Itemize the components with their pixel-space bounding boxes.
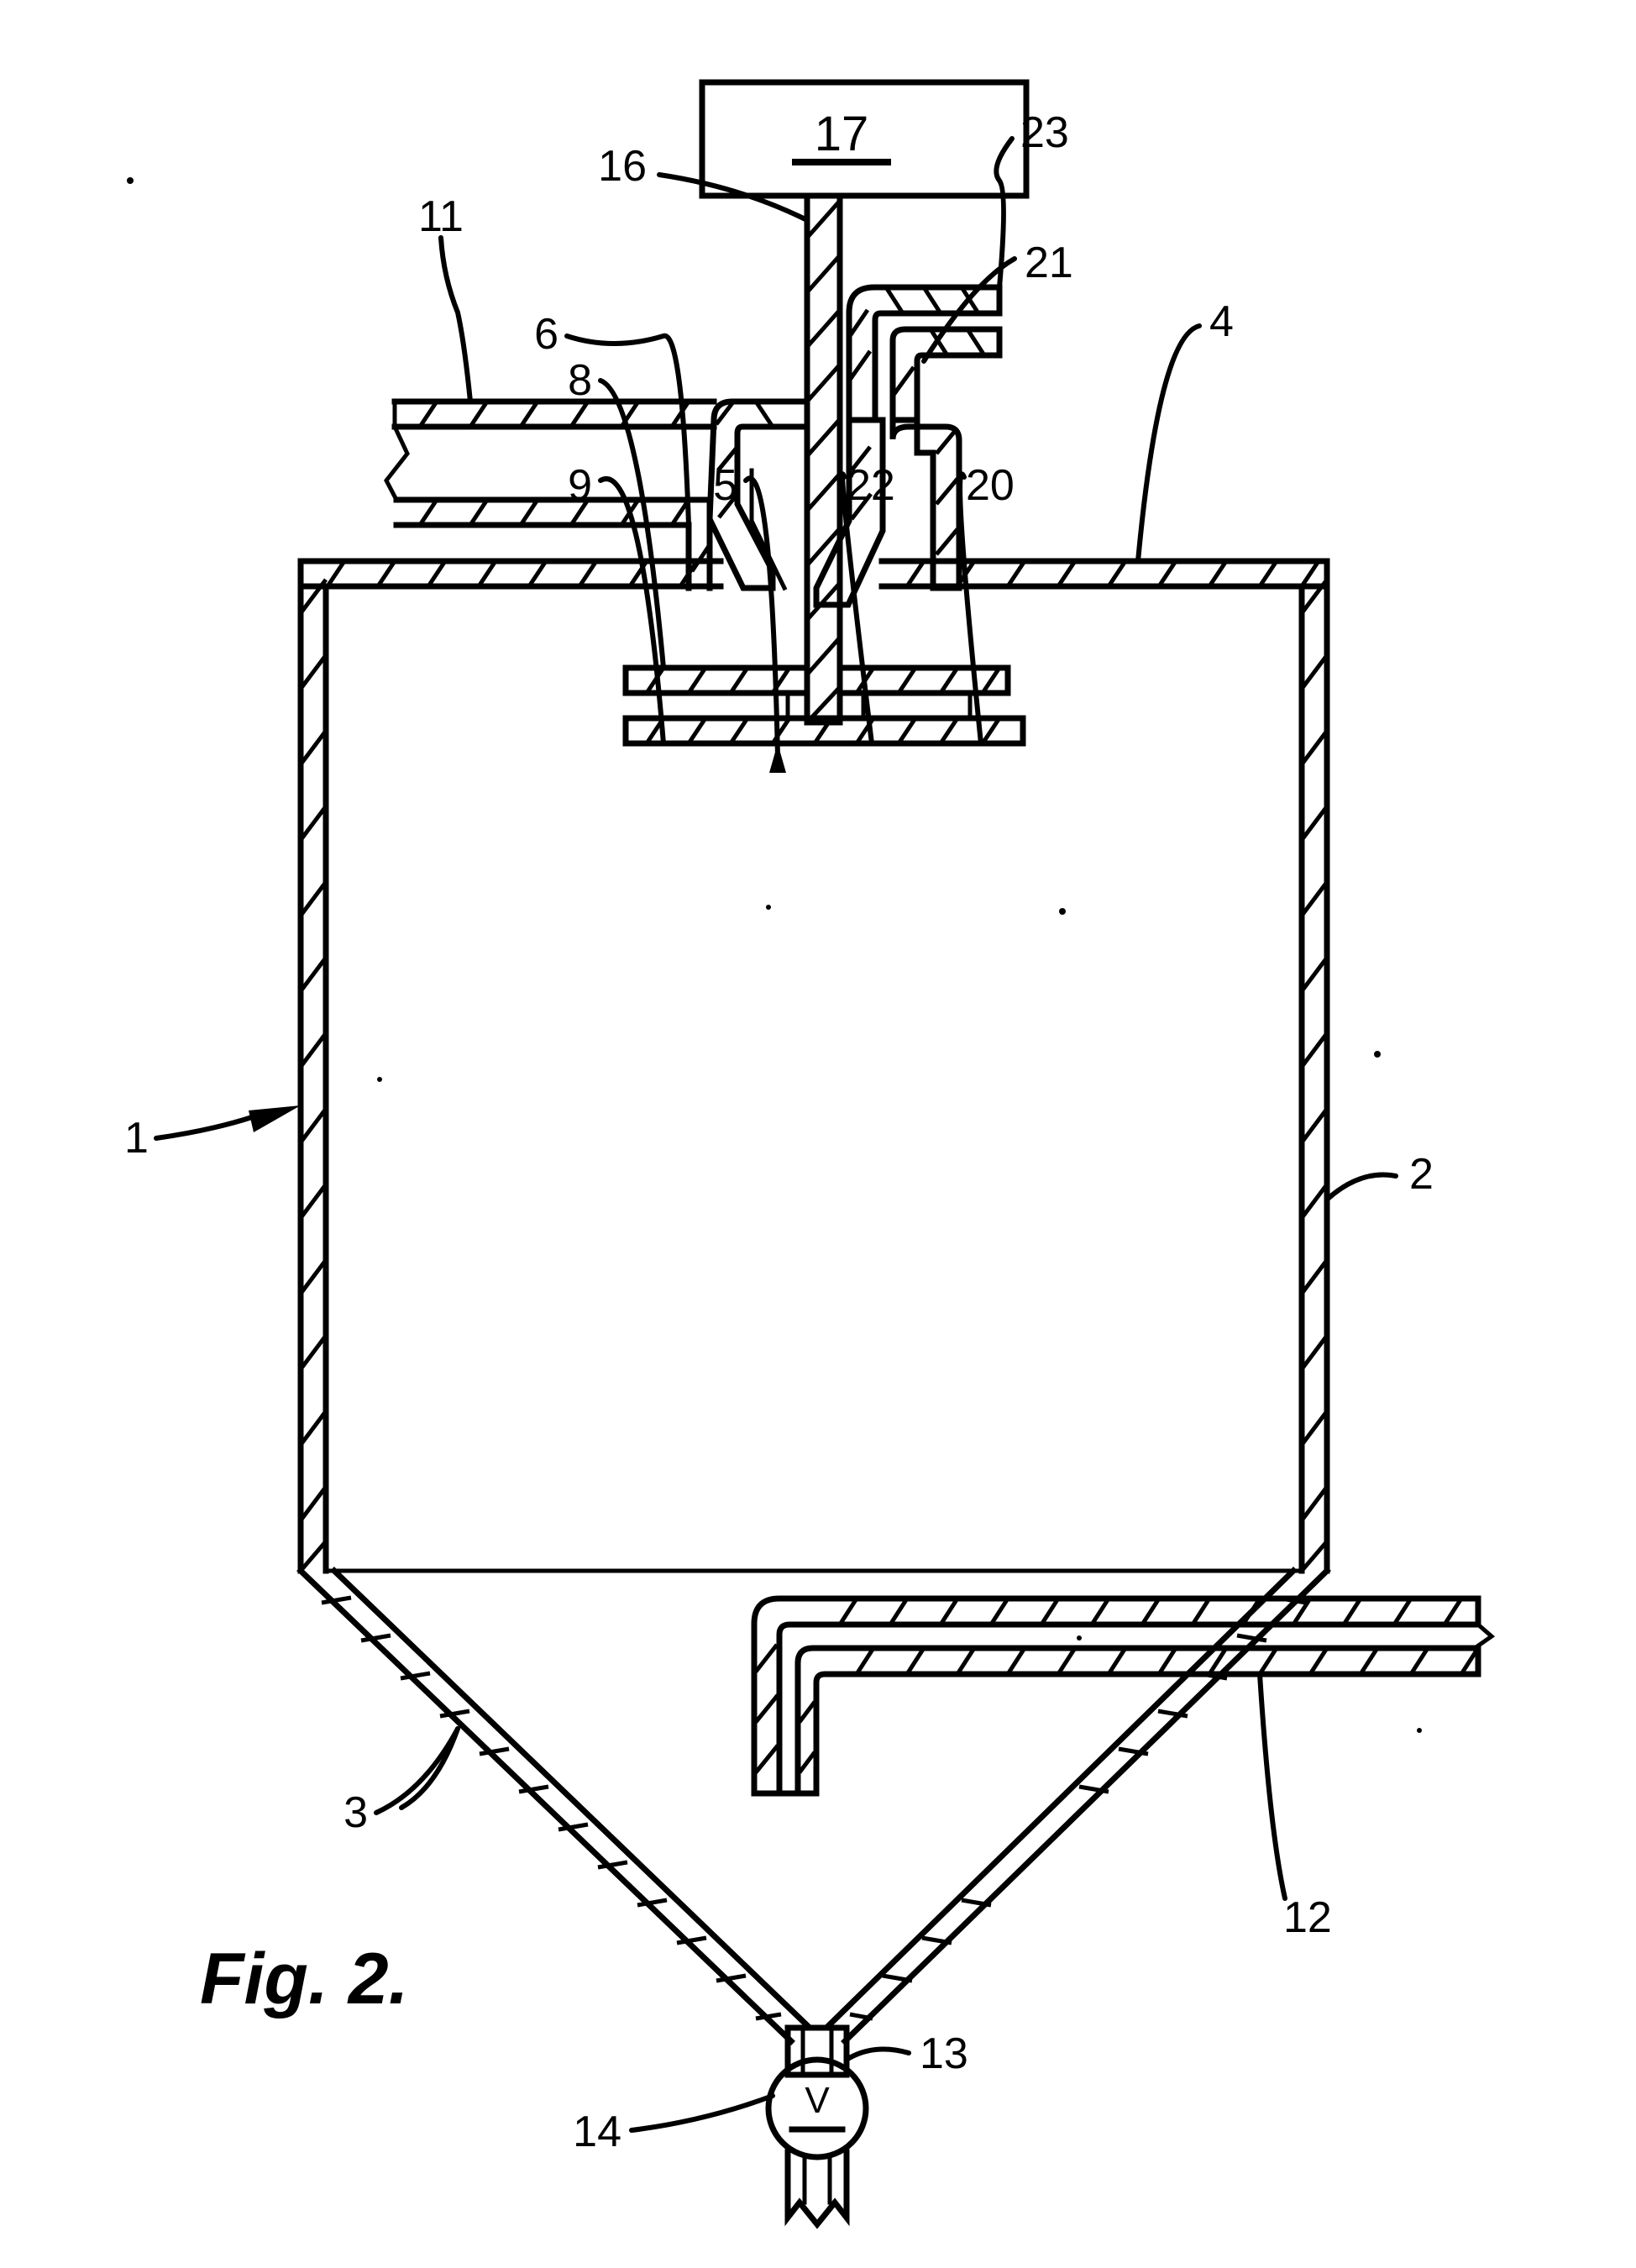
drive-motor-label: 17 (815, 107, 869, 161)
ref-numeral-4: 4 (1209, 297, 1234, 346)
discharge-valve-assembly: V (765, 2024, 869, 2229)
upper-outlet-pipe-hatching (847, 286, 987, 396)
upper-outlet-pipe-23 (846, 284, 1003, 423)
cone-left-hatching (321, 1595, 782, 2021)
rotor-assembly-5 (622, 664, 1026, 747)
ref-numeral-13: 13 (920, 2029, 968, 2078)
ref-numeral-3: 3 (343, 1788, 368, 1837)
ref-numeral-8: 8 (568, 356, 592, 405)
ref-numeral-21: 21 (1025, 239, 1073, 287)
ref-numeral-22: 22 (847, 461, 895, 510)
ref-numeral-9: 9 (568, 461, 592, 510)
valve-symbol-label: V (805, 2080, 830, 2121)
hub-hatching (715, 400, 959, 556)
ref-numeral-12: 12 (1283, 1893, 1332, 1942)
vessel-walls (297, 558, 1330, 1574)
drive-shaft-hatching (805, 199, 842, 724)
rotor-disc-hatching (644, 666, 1002, 745)
lower-outlet-pipe-hatching (754, 1597, 1479, 1774)
reference-numerals: 16 23 11 21 6 4 8 9 5 22 20 1 2 3 12 13 … (124, 108, 1434, 2156)
ref-numeral-5: 5 (713, 461, 737, 510)
ref-numeral-23: 23 (1020, 108, 1069, 157)
scan-specks (127, 177, 1422, 1733)
drive-motor-box: 17 (699, 79, 1030, 199)
leader-line-3 (374, 1726, 460, 1815)
rotor-arrowhead (769, 743, 786, 773)
lower-outlet-pipe-12 (751, 1595, 1496, 1797)
ref-numeral-14: 14 (573, 2108, 621, 2156)
vessel-wall-hatching (299, 578, 1329, 1572)
ref-numeral-16: 16 (598, 142, 647, 191)
ref-numeral-6: 6 (534, 310, 558, 359)
figure-caption: Fig. 2. (200, 1939, 408, 2019)
ref-numeral-2: 2 (1409, 1150, 1434, 1199)
leader-lines (154, 136, 1398, 2133)
valve-symbol-circle (765, 2056, 869, 2160)
ref-numeral-20: 20 (966, 461, 1015, 510)
ref-numeral-1: 1 (124, 1114, 149, 1163)
ref-numeral-11: 11 (418, 192, 464, 241)
drive-shaft (804, 192, 843, 726)
vessel-arrowhead (249, 1105, 301, 1132)
